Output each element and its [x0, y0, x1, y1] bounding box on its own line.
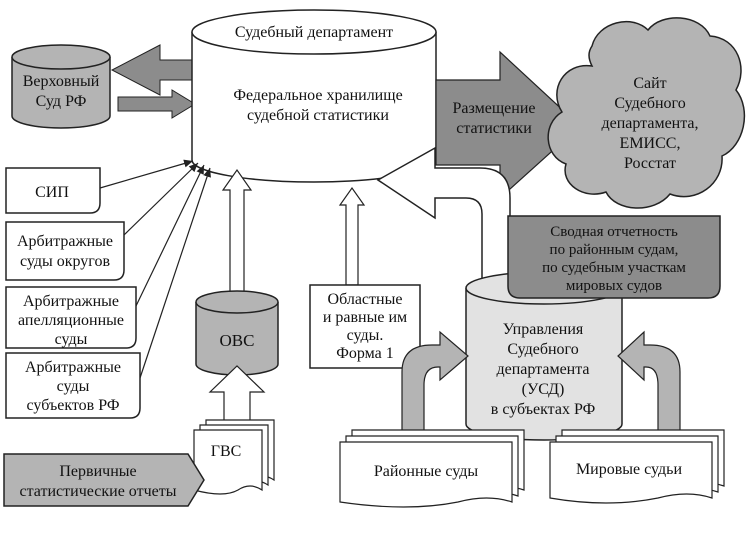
placement-arrow [435, 50, 581, 200]
primary-reports-box: Первичные статистические отчеты [3, 453, 205, 507]
summary-label-4: мировых судов [566, 278, 662, 294]
arrow-ovs-to-federal [221, 168, 253, 301]
supreme-court-cylinder: Верховный Суд РФ [11, 44, 111, 129]
arb-okrug-label-1: Арбитражные [17, 233, 113, 250]
primary-label-2: статистические отчеты [20, 483, 177, 500]
gvs-documents: ГВС [193, 419, 275, 495]
usd-label-4: (УСД) [522, 381, 565, 398]
summary-label-2: по районным судам, [550, 242, 679, 258]
arrow-regional-to-federal [338, 186, 366, 286]
arb-subj-label-3: субъектов РФ [27, 397, 120, 414]
arrow-to-supreme-court [110, 44, 196, 96]
magistrate-courts-documents: Мировые судьи [549, 429, 725, 504]
site-label-2: Судебного [614, 95, 685, 112]
federal-storage-cylinder: Судебный департамент Федеральное хранили… [191, 9, 437, 183]
regional-label-3: суды. [347, 327, 384, 344]
arb-appeal-box: Арбитражные апелляционные суды [5, 286, 137, 349]
regional-label-2: и равные им [323, 309, 407, 326]
district-courts-documents: Районные суды [339, 429, 525, 508]
arb-appeal-label-1: Арбитражные [23, 293, 119, 310]
regional-label-4: Форма 1 [336, 345, 394, 362]
arrow-arb-okrug-to-federal [123, 162, 199, 236]
site-cloud: Сайт Судебного департамента, ЕМИСС, Росс… [547, 17, 746, 209]
federal-title: Судебный департамент [235, 24, 393, 41]
arrow-from-supreme-court [117, 89, 196, 119]
arrow-arb-appeal-to-federal [135, 164, 205, 307]
site-label-3: департамента, [601, 115, 698, 132]
usd-label-3: департамента [496, 361, 589, 378]
usd-to-federal-arrow [376, 146, 511, 291]
supreme-court-label-2: Суд РФ [36, 93, 87, 110]
arrow-gvs-to-ovs [208, 365, 266, 426]
arrow-arb-subj-to-federal [139, 167, 211, 379]
site-label-5: Росстат [624, 155, 676, 172]
arb-subj-label-2: суды [57, 378, 90, 395]
gvs-label: ГВС [211, 443, 242, 460]
placement-label-2: статистики [456, 120, 532, 137]
sip-label: СИП [35, 184, 69, 201]
site-label-4: ЕМИСС, [620, 135, 681, 152]
federal-label-1: Федеральное хранилище [233, 87, 402, 104]
arrow-district-to-usd [401, 330, 469, 441]
usd-label-1: Управления [503, 321, 584, 338]
arb-subj-box: Арбитражные суды субъектов РФ [5, 352, 141, 419]
ovs-label: ОВС [220, 331, 255, 350]
arrow-magistrate-to-usd [617, 330, 681, 441]
arb-subj-label-1: Арбитражные [25, 359, 121, 376]
arb-okrug-label-2: суды округов [20, 253, 111, 270]
ovs-cylinder: ОВС [195, 290, 279, 376]
federal-label-2: судебной статистики [247, 107, 389, 124]
placement-label-1: Размещение [453, 100, 536, 117]
usd-label-2: Судебного [507, 341, 578, 358]
supreme-court-label-1: Верховный [23, 73, 100, 90]
arrow-sip-to-federal [99, 159, 194, 189]
site-label-1: Сайт [633, 75, 666, 92]
regional-courts-box: Областные и равные им суды. Форма 1 [309, 284, 421, 369]
district-courts-label: Районные суды [374, 463, 479, 480]
summary-label-3: по судебным участкам [542, 260, 686, 276]
regional-label-1: Областные [328, 291, 403, 308]
arb-okrug-box: Арбитражные суды округов [5, 221, 125, 281]
arb-appeal-label-2: апелляционные [18, 312, 124, 329]
usd-label-5: в субъектах РФ [491, 401, 595, 418]
summary-reporting-callout: Сводная отчетность по районным судам, по… [507, 215, 721, 299]
arb-appeal-label-3: суды [55, 331, 88, 348]
summary-label-1: Сводная отчетность [550, 224, 678, 240]
usd-cylinder: Управления Судебного департамента (УСД) … [465, 271, 623, 441]
primary-label-1: Первичные [59, 463, 136, 480]
magistrate-courts-label: Мировые судьи [576, 461, 683, 478]
sip-box: СИП [5, 167, 101, 214]
